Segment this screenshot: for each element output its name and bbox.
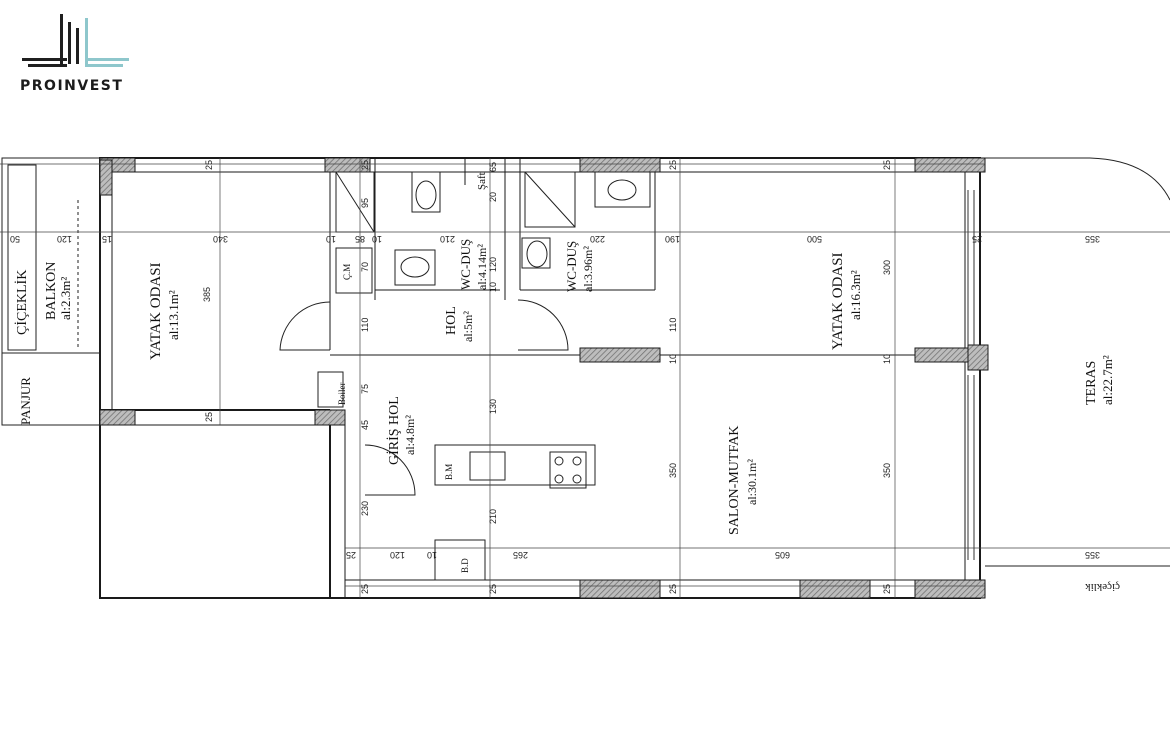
dim-bottom-3: 265 — [513, 550, 528, 560]
cicek-right-name: çiçeklik — [1085, 581, 1120, 593]
balcony-area — [1, 157, 101, 426]
dim-top-1: 25 — [360, 160, 370, 170]
dim-v-13: 350 — [668, 463, 678, 478]
proinvest-logo — [22, 14, 129, 67]
hol-name: HOL — [444, 306, 459, 335]
dim-v-17: 20 — [488, 192, 498, 202]
dim-row1-0: 50 — [10, 234, 20, 244]
hol-area: al:5m² — [461, 311, 475, 342]
dim-row1-8: 220 — [590, 234, 605, 244]
dim-row1-3: 340 — [213, 234, 228, 244]
dim-top-4: 25 — [882, 160, 892, 170]
dim-v-2: 70 — [360, 262, 370, 272]
brand-name: PROINVEST — [20, 78, 124, 94]
dim-bottom-4: 605 — [775, 550, 790, 560]
yatak2-area: al:16.3m² — [848, 270, 863, 320]
dim-v-9: 10 — [882, 354, 892, 364]
dim-v-7: 300 — [882, 260, 892, 275]
terrace-curve — [985, 157, 1170, 201]
salon-area: al:30.1m² — [745, 459, 759, 505]
columns — [99, 157, 989, 599]
dim-bottom-5: 355 — [1085, 550, 1100, 560]
dim-row1-7: 210 — [440, 234, 455, 244]
dim-v-19: 25 — [488, 584, 498, 594]
dim-v-8: 10 — [668, 354, 678, 364]
dim-row1-4: 10 — [326, 234, 336, 244]
dim-row1-1: 120 — [57, 234, 72, 244]
dim-v-18: 25 — [204, 412, 214, 422]
dim-top-0: 25 — [204, 160, 214, 170]
cicek-left-name: ÇİÇEKLİK — [14, 270, 30, 335]
dim-v-0: 385 — [202, 287, 212, 302]
yatak1-name: YATAK ODASI — [148, 262, 164, 360]
dim-bottom-0: 25 — [346, 550, 356, 560]
dim-row1-12: 355 — [1085, 234, 1100, 244]
wc2-area: al:3.96m² — [581, 246, 595, 292]
bm-label: B.M — [444, 464, 454, 480]
yatak1-area: al:13.1m² — [166, 290, 181, 340]
panjur-name: PANJUR — [18, 377, 33, 425]
wc1-area: al:4.14m² — [475, 244, 489, 290]
teras-area: al:22.7m² — [1100, 355, 1115, 405]
saft-label: Şaft — [476, 172, 488, 190]
dim-v-15: 210 — [488, 509, 498, 524]
dim-row1-10: 500 — [807, 234, 822, 244]
salon-name: SALON-MUTFAK — [727, 426, 742, 535]
dim-bottom-8: 25 — [882, 584, 892, 594]
dim-v-3: 120 — [488, 257, 498, 272]
dim-v-1: 95 — [360, 198, 370, 208]
bd-label: B.D — [460, 558, 470, 573]
yatak2-name: YATAK ODASI — [830, 252, 846, 350]
dim-row1-6: 10 — [372, 234, 382, 244]
balkon-area: al:2.3m² — [58, 277, 73, 320]
dim-bottom-6: 25 — [360, 584, 370, 594]
boiler-label: Boiler — [337, 383, 347, 406]
dim-v-5: 110 — [360, 318, 370, 332]
cm-label: Ç.M — [342, 264, 352, 280]
dim-bottom-1: 120 — [390, 550, 405, 560]
dimension-lines — [0, 158, 1170, 598]
dim-row1-2: 15 — [102, 234, 112, 244]
dim-bottom-7: 25 — [668, 584, 678, 594]
dim-v-6: 110 — [668, 318, 678, 332]
wc1-name: WC-DUŞ — [458, 239, 473, 290]
walls — [99, 157, 981, 599]
windows — [967, 190, 975, 560]
dim-v-10: 75 — [360, 384, 370, 394]
doors — [279, 299, 569, 496]
fixtures — [317, 171, 651, 581]
dim-bottom-2: 10 — [427, 550, 437, 560]
dim-top-2: 65 — [488, 162, 498, 172]
dim-top-3: 25 — [668, 160, 678, 170]
balkon-name: BALKON — [44, 262, 59, 320]
teras-name: TERAS — [1084, 361, 1099, 405]
dim-v-14: 350 — [882, 463, 892, 478]
giris-area: al:4.8m² — [403, 415, 417, 455]
dim-v-4: 10 — [488, 282, 498, 292]
wc2-name: WC-DUŞ — [564, 241, 579, 292]
dim-v-11: 45 — [360, 420, 370, 430]
giris-name: GİRİŞ HOL — [386, 396, 402, 465]
dim-v-12: 130 — [488, 399, 498, 414]
dim-row1-9: 190 — [665, 234, 680, 244]
dim-v-16: 230 — [360, 501, 370, 516]
dim-row1-5: 85 — [355, 234, 365, 244]
dim-row1-11: 25 — [972, 234, 982, 244]
